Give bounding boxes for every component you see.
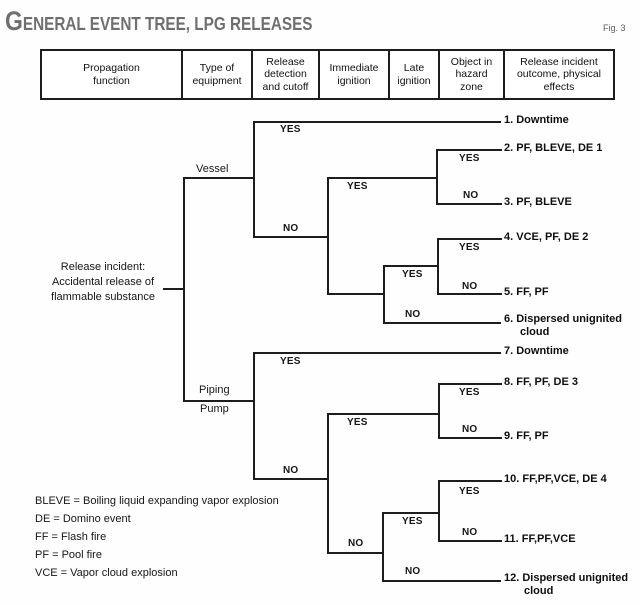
branch-label-yes: YES: [459, 486, 480, 497]
outcome-1-text: 1. Downtime: [504, 114, 569, 126]
branch-label-yes: YES: [402, 516, 423, 527]
branch-line: [438, 480, 440, 542]
branch-line: [382, 512, 438, 514]
branch-label-yes: YES: [459, 242, 480, 253]
branch-line: [383, 322, 501, 324]
branch-label-no: NO: [462, 281, 478, 292]
branch-line: [436, 203, 502, 205]
header-immediate-ignition: Immediate ignition: [318, 49, 390, 100]
legend-item-pf: PF = Pool fire: [35, 549, 102, 561]
branch-line: [327, 413, 438, 415]
outcome-8: 8. FF, PF, DE 3: [504, 376, 578, 389]
outcome-4: 4. VCE, PF, DE 2: [504, 231, 588, 244]
outcome-12-text-line2: cloud: [524, 585, 554, 597]
legend-item-vce: VCE = Vapor cloud explosion: [35, 567, 178, 579]
legend-item-ff: FF = Flash fire: [35, 531, 107, 543]
branch-label-no: NO: [283, 465, 299, 476]
branch-label-no: NO: [463, 190, 479, 201]
legend-item-de: DE = Domino event: [35, 513, 131, 525]
branch-line: [183, 177, 253, 179]
outcome-3-text: 3. PF, BLEVE: [504, 196, 572, 208]
branch-line: [327, 177, 436, 179]
abbreviation-legend: BLEVE = Boiling liquid expanding vapor e…: [35, 492, 279, 582]
branch-line: [253, 352, 255, 480]
outcome-11-text: 11. FF,PF,VCE: [504, 533, 576, 545]
branch-line: [253, 478, 327, 480]
branch-line: [436, 149, 502, 151]
outcome-2: 2. PF, BLEVE, DE 1: [504, 142, 602, 155]
branch-label-no: NO: [405, 566, 421, 577]
branch-line: [438, 383, 502, 385]
branch-line: [327, 177, 329, 295]
branch-line: [163, 288, 183, 290]
figure-number: Fig. 3: [603, 23, 626, 33]
branch-label-vessel: Vessel: [196, 163, 229, 175]
branch-line: [253, 236, 327, 238]
outcome-6-text: 6. Dispersed unignited: [504, 313, 622, 325]
outcome-10: 10. FF,PF,VCE, DE 4: [504, 473, 607, 486]
branch-line: [383, 265, 385, 324]
branch-line: [438, 540, 502, 542]
branch-line: [438, 437, 502, 439]
outcome-5: 5. FF, PF: [504, 286, 549, 299]
header-propagation-function: Propagation function: [40, 49, 183, 100]
branch-label-yes: YES: [280, 356, 301, 367]
outcome-11: 11. FF,PF,VCE: [504, 533, 576, 546]
branch-label-yes: YES: [347, 417, 368, 428]
outcome-5-text: 5. FF, PF: [504, 286, 549, 298]
branch-line: [437, 238, 439, 295]
branch-line: [327, 413, 329, 554]
branch-label-no: NO: [405, 309, 421, 320]
branch-line: [183, 177, 185, 402]
outcome-2-text: 2. PF, BLEVE, DE 1: [504, 142, 603, 154]
branch-label-yes: YES: [459, 387, 480, 398]
branch-line: [253, 352, 501, 354]
outcome-1: 1. Downtime: [504, 114, 569, 127]
branch-label-yes: YES: [347, 181, 368, 192]
branch-line: [382, 512, 384, 582]
outcome-3: 3. PF, BLEVE: [504, 196, 572, 209]
branch-label-yes: YES: [402, 269, 423, 280]
branch-line: [327, 293, 383, 295]
branch-line: [438, 383, 440, 439]
header-object-hazard-zone: Object in hazard zone: [438, 49, 505, 100]
legend-item-bleve: BLEVE = Boiling liquid expanding vapor e…: [35, 495, 279, 507]
outcome-9-text: 9. FF, PF: [504, 430, 549, 442]
header-release-outcome: Release incident outcome, physical effec…: [503, 49, 615, 100]
branch-line: [253, 121, 501, 123]
header-late-ignition: Late ignition: [388, 49, 440, 100]
branch-label-pump: Pump: [200, 403, 229, 415]
branch-label-yes: YES: [280, 124, 301, 135]
outcome-6-text-line2: cloud: [520, 326, 550, 338]
column-header-row: Propagation function Type of equipment R…: [40, 49, 615, 100]
outcome-12-text: 12. Dispersed unignited: [504, 572, 629, 584]
branch-label-no: NO: [283, 223, 299, 234]
outcome-9: 9. FF, PF: [504, 430, 549, 443]
branch-label-no: NO: [462, 424, 478, 435]
branch-line: [382, 580, 501, 582]
outcome-4-text: 4. VCE, PF, DE 2: [504, 231, 589, 243]
branch-label-no: NO: [348, 538, 364, 549]
outcome-7-text: 7. Downtime: [504, 345, 569, 357]
figure-title: GENERAL EVENT TREE, LPG RELEASES: [5, 6, 313, 36]
branch-line: [327, 552, 382, 554]
header-type-of-equipment: Type of equipment: [181, 49, 253, 100]
branch-line: [437, 293, 502, 295]
root-node-label: Release incident: Accidental release of …: [51, 261, 155, 303]
header-release-detection: Release detection and cutoff: [251, 49, 320, 100]
outcome-10-text: 10. FF,PF,VCE, DE 4: [504, 473, 607, 485]
branch-label-no: NO: [462, 527, 478, 538]
branch-line: [253, 121, 255, 238]
branch-line: [436, 149, 438, 205]
outcome-7: 7. Downtime: [504, 345, 569, 358]
branch-line: [383, 265, 437, 267]
branch-line: [438, 480, 502, 482]
branch-line: [183, 400, 253, 402]
outcome-8-text: 8. FF, PF, DE 3: [504, 376, 578, 388]
branch-label-yes: YES: [459, 153, 480, 164]
branch-label-piping: Piping: [199, 384, 230, 396]
branch-line: [437, 238, 502, 240]
